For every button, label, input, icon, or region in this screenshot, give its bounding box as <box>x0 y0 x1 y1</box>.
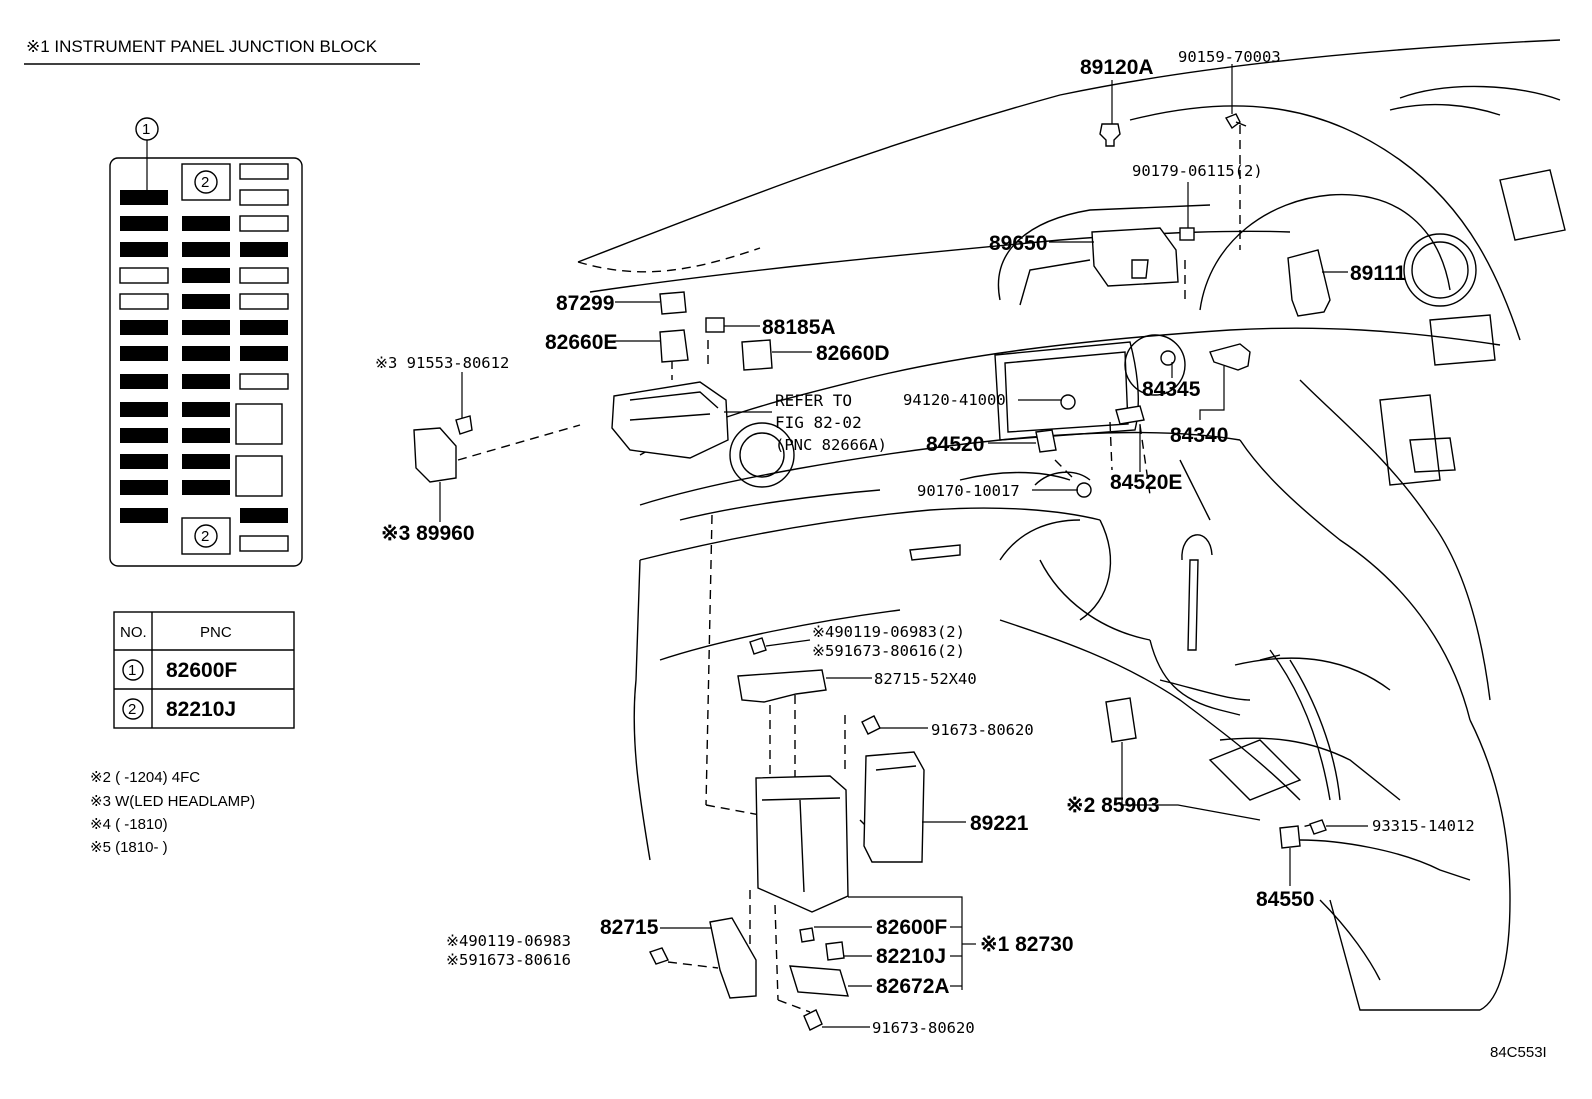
illustration-code: 84C553I <box>1490 1044 1547 1061</box>
label-82660e: 82660E <box>545 331 617 354</box>
label-91673-80616-x2: ※591673-80616(2) <box>812 642 965 660</box>
nut-90170-icon <box>1076 482 1092 498</box>
callout-2-top: 2 <box>201 174 209 191</box>
switch-84345-icon <box>1160 350 1176 366</box>
clip-89120a-icon <box>1099 123 1121 147</box>
fuse-box: 1 2 2 <box>109 117 303 567</box>
note-2: ※2 ( -1204) 4FC <box>90 769 200 786</box>
notes: ※2 ( -1204) 4FC ※3 W(LED HEADLAMP) ※4 ( … <box>90 769 255 856</box>
relay-88185a-icon <box>705 317 725 333</box>
label-89960: ※3 89960 <box>381 522 475 545</box>
label-91673-80620-b: 91673-80620 <box>872 1019 975 1037</box>
label-85903: ※2 85903 <box>1066 794 1160 817</box>
relay-82660e-icon <box>659 329 689 363</box>
label-89120a: 89120A <box>1080 56 1154 79</box>
label-82715: 82715 <box>600 916 659 939</box>
relay-block-82666a-icon <box>611 381 729 459</box>
label-82660d: 82660D <box>816 342 890 365</box>
module-89960-icon <box>413 427 457 483</box>
table-row-2-no: 2 <box>128 701 136 718</box>
table-header-no: NO. <box>120 624 147 641</box>
relay-82210j-icon <box>825 941 845 961</box>
label-93315-14012: 93315-14012 <box>1372 817 1475 835</box>
module-85903-icon <box>1105 697 1137 743</box>
screw-90119-lower-icon <box>649 947 669 965</box>
callout-1: 1 <box>142 121 150 138</box>
pnc-table: NO. PNC 1 82600F 2 82210J <box>113 611 295 729</box>
label-89221: 89221 <box>970 812 1029 835</box>
label-90119-06983-x2: ※490119-06983(2) <box>812 623 965 641</box>
label-84340: 84340 <box>1170 424 1228 447</box>
label-fig-82-02: FIG 82-02 <box>775 413 862 432</box>
junction-block-title: ※1 INSTRUMENT PANEL JUNCTION BLOCK <box>26 37 378 56</box>
screw-91673-a-icon <box>861 715 881 735</box>
screw-91673-b-icon <box>803 1009 823 1031</box>
label-94120-41000: 94120-41000 <box>903 391 1006 409</box>
label-89111: 89111 <box>1350 262 1406 285</box>
label-88185a: 88185A <box>762 316 836 339</box>
screw-93315-icon <box>1309 819 1327 835</box>
switch-84550-icon <box>1279 825 1301 849</box>
label-90170-10017: 90170-10017 <box>917 482 1020 500</box>
screw-90119-top-icon <box>749 637 767 655</box>
bracket-82715-icon <box>709 917 757 999</box>
part-drawings <box>413 113 1331 1031</box>
table-header-pnc: PNC <box>200 624 232 641</box>
screw-91553-icon <box>455 415 473 435</box>
label-84345: 84345 <box>1142 378 1201 401</box>
fuse-82600f-icon <box>799 927 815 943</box>
assembly-lines <box>457 125 1311 1013</box>
label-84520e: 84520E <box>1110 471 1182 494</box>
part-labels: 89120A 90159-70003 90179-06115(2) 89650 … <box>375 48 1475 1037</box>
table-row-1-pnc: 82600F <box>166 659 237 682</box>
label-84550: 84550 <box>1256 888 1314 911</box>
label-82715-52x40: 82715-52X40 <box>874 670 977 688</box>
relay-87299-icon <box>659 291 687 315</box>
nut-94120-icon <box>1060 394 1076 410</box>
cover-82672a-icon <box>789 965 849 997</box>
note-3: ※3 W(LED HEADLAMP) <box>90 793 255 810</box>
nut-90179-icon <box>1179 227 1195 241</box>
label-82730: ※1 82730 <box>980 933 1074 956</box>
label-82672a: 82672A <box>876 975 950 998</box>
label-91673-80616: ※591673-80616 <box>446 951 571 969</box>
bracket-82715-52x40-icon <box>737 669 827 703</box>
label-91673-80620-a: 91673-80620 <box>931 721 1034 739</box>
label-refer-to: REFER TO <box>775 391 852 410</box>
label-82210j: 82210J <box>876 945 946 968</box>
label-pnc-82666a: (PNC 82666A) <box>775 436 887 454</box>
callout-2-bottom: 2 <box>201 528 209 545</box>
label-90179-06115: 90179-06115(2) <box>1132 162 1263 180</box>
table-row-2-pnc: 82210J <box>166 698 236 721</box>
label-90159-70003: 90159-70003 <box>1178 48 1281 66</box>
label-91553-80612: ※3 91553-80612 <box>375 354 509 372</box>
label-84520: 84520 <box>926 433 984 456</box>
table-row-1-no: 1 <box>128 662 136 679</box>
label-82600f: 82600F <box>876 916 947 939</box>
switch-84520-icon <box>1035 429 1057 453</box>
note-4: ※4 ( -1810) <box>90 816 168 833</box>
switch-84340-icon <box>1209 343 1251 371</box>
sensor-89111-icon <box>1287 249 1331 317</box>
note-5: ※5 (1810- ) <box>90 839 168 856</box>
leader-lines <box>439 64 1368 1028</box>
switch-84520e-icon <box>1115 405 1145 425</box>
label-87299: 87299 <box>556 292 614 315</box>
dashboard-outline <box>577 39 1566 1011</box>
relay-82660d-icon <box>741 339 773 371</box>
module-89650-icon <box>1091 227 1179 287</box>
label-90119-06983: ※490119-06983 <box>446 932 571 950</box>
screw-90159-icon <box>1224 113 1241 130</box>
label-89650: 89650 <box>989 232 1047 255</box>
ecu-89221-icon <box>863 751 925 863</box>
